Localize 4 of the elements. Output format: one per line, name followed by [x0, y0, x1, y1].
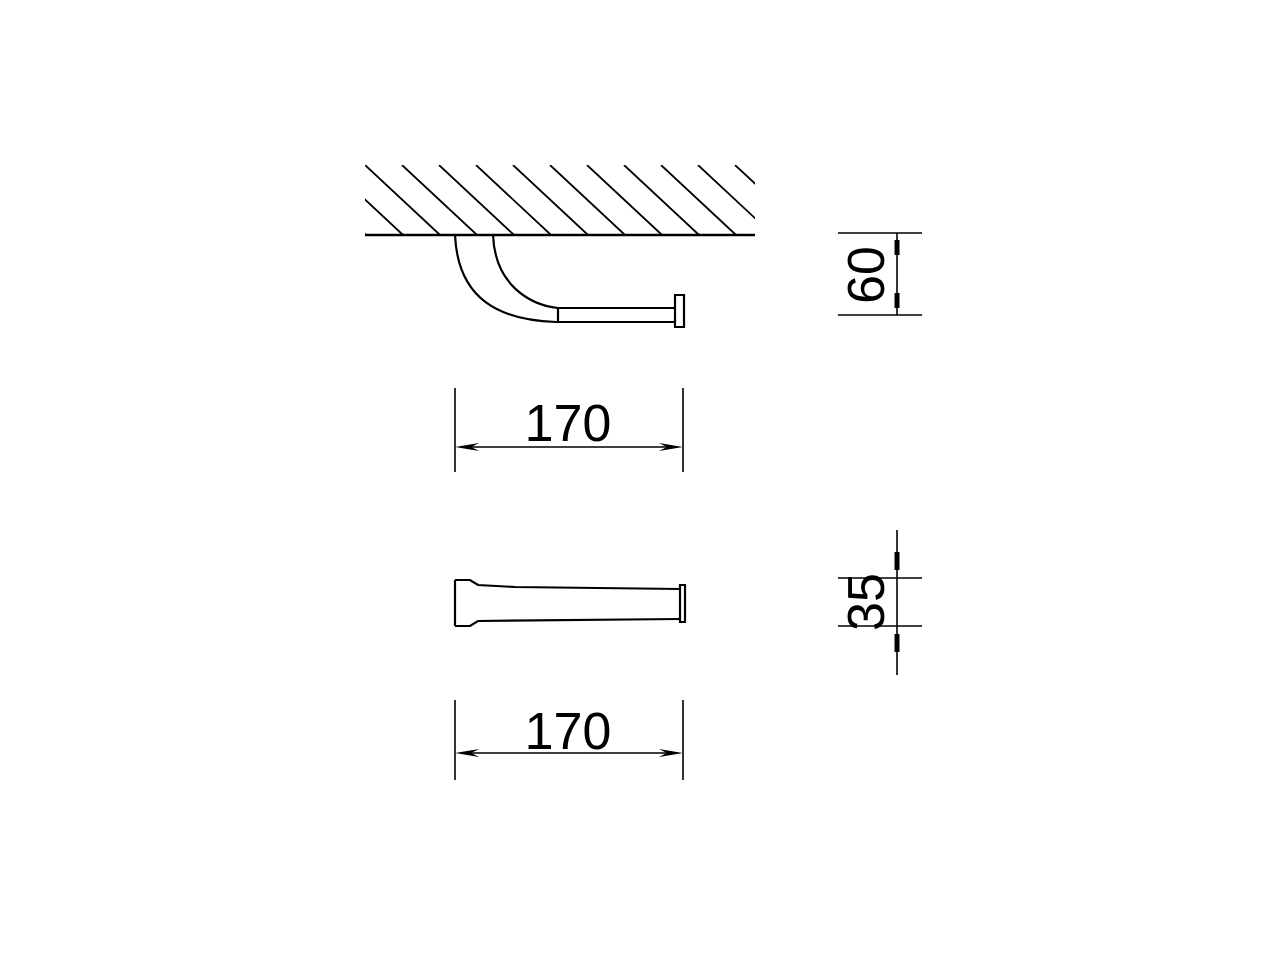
dimension-label: 170 [528, 712, 610, 750]
dimension-label: 35 [847, 575, 885, 629]
dimension-label: 170 [528, 404, 610, 442]
dimension-label: 60 [847, 248, 885, 302]
